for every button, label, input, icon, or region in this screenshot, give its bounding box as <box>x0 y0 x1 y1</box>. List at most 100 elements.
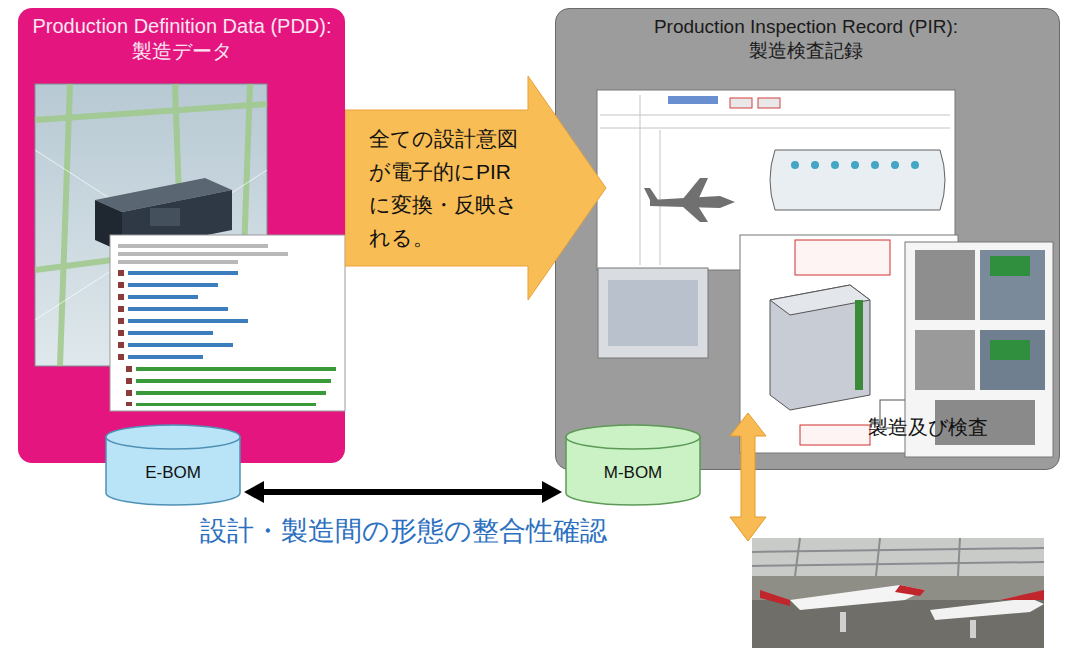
illustration-part <box>752 548 1044 552</box>
illustration-part <box>682 178 708 200</box>
illustration-part <box>770 285 870 410</box>
connector-line <box>262 489 544 495</box>
illustration-part <box>600 115 950 116</box>
illustration-part <box>128 271 248 359</box>
illustration-part <box>811 161 819 169</box>
illustration-part <box>915 250 975 320</box>
illustration-part <box>128 307 228 311</box>
panel-title: Production Definition Data (PDD): 製造データ <box>32 14 332 64</box>
illustration-part <box>876 538 880 576</box>
illustration-part <box>800 425 870 445</box>
illustration-part <box>128 319 248 323</box>
illustration-part <box>128 295 198 299</box>
illustration-part <box>150 208 180 226</box>
database-cylinder: M-BOM <box>565 424 701 506</box>
illustration-part <box>752 538 1044 576</box>
illustration-part <box>118 244 288 264</box>
illustration-part <box>758 98 780 108</box>
illustration-part <box>136 379 331 383</box>
arrow-text: 全ての設計意図が電子的にPIRに変換・反映される。 <box>369 122 523 254</box>
block-arrow-fill <box>345 76 606 300</box>
illustration-part <box>128 355 203 359</box>
illustration-part <box>126 390 132 396</box>
illustration-part <box>980 250 1045 320</box>
illustration-part <box>871 161 879 169</box>
illustration-part <box>118 260 238 264</box>
illustration-part <box>598 268 708 358</box>
illustration-part <box>128 271 238 275</box>
cylinder-top <box>106 425 240 449</box>
edge-label: 設計・製造間の形態の整合性確認 <box>200 514 607 548</box>
tree-screenshot <box>110 235 345 411</box>
illustration-part <box>840 612 846 632</box>
illustration-part <box>990 256 1030 276</box>
illustration-part <box>126 402 132 406</box>
illustration-part <box>60 84 70 366</box>
double-arrow <box>730 413 766 541</box>
illustration-part <box>118 318 124 324</box>
block-arrow-shape <box>345 75 607 301</box>
illustration-part <box>752 538 1044 648</box>
illustration-part <box>118 270 124 276</box>
illustration-part <box>118 270 132 406</box>
panel-title: Production Inspection Record (PIR): 製造検査… <box>616 15 996 63</box>
illustration-part <box>855 300 863 390</box>
block-arrow: 全ての設計意図が電子的にPIRに変換・反映される。 <box>345 75 607 301</box>
illustration-part <box>128 343 233 347</box>
arrowhead <box>542 481 562 503</box>
illustration-part <box>136 391 326 395</box>
connector <box>244 481 562 503</box>
illustration-part <box>128 331 213 335</box>
illustration-part <box>136 403 316 406</box>
illustration-part <box>915 330 975 390</box>
hangar-photo <box>752 538 1044 648</box>
illustration-part <box>118 252 288 256</box>
illustration-part <box>1000 590 1044 600</box>
illustration-part <box>126 378 132 384</box>
cylinder-label: E-BOM <box>111 462 235 484</box>
illustration-part <box>795 240 890 275</box>
illustration-part <box>770 150 945 210</box>
illustration-part <box>640 95 641 265</box>
illustration-part <box>118 282 124 288</box>
illustration-part <box>660 130 661 265</box>
illustration-part <box>110 235 345 411</box>
illustration-part <box>791 161 799 169</box>
illustration-part <box>118 330 124 336</box>
illustration-part <box>126 366 132 372</box>
illustration-part <box>118 244 268 248</box>
database-cylinder: E-BOM <box>105 424 241 506</box>
illustration-part <box>136 367 336 371</box>
illustration-part <box>790 585 925 610</box>
illustration-part <box>895 585 925 596</box>
illustration-part <box>644 188 658 200</box>
illustration-part <box>851 161 859 169</box>
illustration-part <box>752 538 1044 576</box>
illustration-part <box>730 98 752 108</box>
cylinder-label: M-BOM <box>571 462 695 484</box>
illustration-part <box>118 294 124 300</box>
illustration-part <box>980 330 1045 390</box>
illustration-part <box>682 206 708 222</box>
illustration-part <box>668 96 718 104</box>
illustration-part <box>118 306 124 312</box>
illustration-part <box>795 538 800 576</box>
illustration-part <box>930 598 1044 620</box>
illustration-part <box>644 178 735 222</box>
illustration-part <box>970 620 976 638</box>
illustration-part <box>760 590 790 606</box>
cylinder-top <box>566 425 700 449</box>
illustration-part <box>136 367 336 406</box>
illustration-part <box>600 128 950 129</box>
illustration-part <box>911 161 919 169</box>
illustration-part <box>608 280 698 346</box>
illustration-part <box>118 354 124 360</box>
illustration-part <box>128 283 218 287</box>
illustration-part <box>118 342 124 348</box>
illustration-part <box>958 538 960 576</box>
illustration-part <box>891 161 899 169</box>
arrowhead <box>244 481 264 503</box>
illustration-part <box>831 161 839 169</box>
illustration-part <box>791 161 919 169</box>
